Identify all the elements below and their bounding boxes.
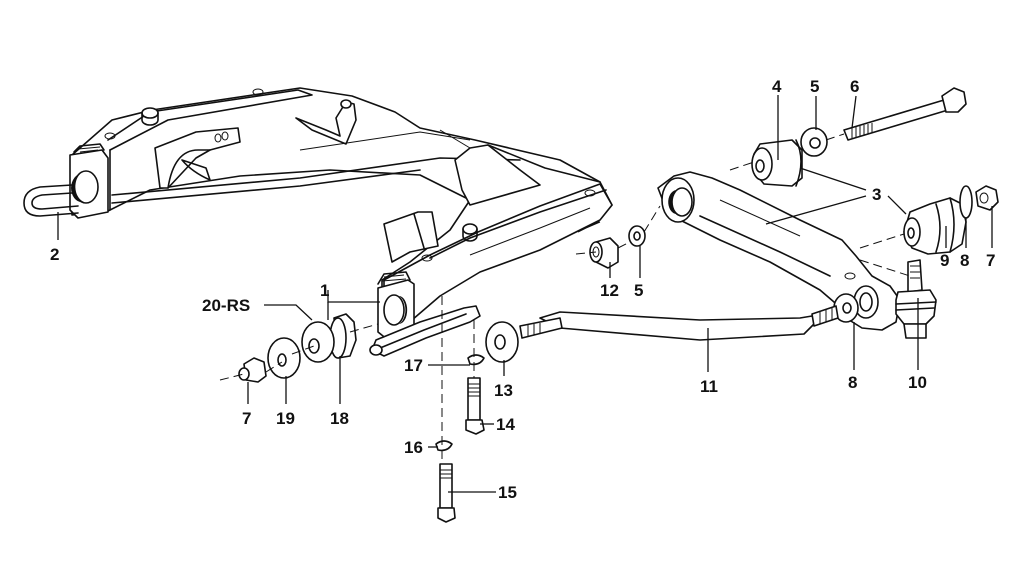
front-axle-carrier[interactable] (69, 87, 613, 357)
lock-plate-lower[interactable] (435, 440, 453, 452)
callout-11[interactable]: 11 (700, 377, 718, 396)
self-locking-nut-right[interactable] (975, 185, 999, 211)
collar-nut[interactable] (589, 237, 619, 269)
callout-leaders (57, 95, 993, 493)
callout-7-right[interactable]: 7 (986, 251, 995, 270)
callout-13[interactable]: 13 (494, 381, 513, 400)
hex-bolt[interactable] (465, 377, 485, 435)
self-locking-nut-left[interactable] (238, 357, 267, 383)
callout-12[interactable]: 12 (600, 281, 619, 300)
u-bolt[interactable] (23, 184, 79, 217)
rubber-bushing-right[interactable] (903, 197, 967, 255)
callout-labels: 2 1 20-RS 7 19 18 17 13 14 16 15 11 8 10… (50, 77, 995, 502)
callout-5-lower[interactable]: 5 (634, 281, 643, 300)
wishbone[interactable] (657, 171, 901, 331)
callout-9[interactable]: 9 (940, 251, 949, 270)
washer-right[interactable] (959, 185, 973, 219)
callout-4[interactable]: 4 (772, 77, 782, 96)
callout-8-lower[interactable]: 8 (848, 373, 857, 392)
repair-set-washer[interactable] (301, 321, 335, 363)
ball-joint[interactable] (895, 259, 937, 339)
lock-plate-upper[interactable] (467, 354, 485, 366)
callout-16[interactable]: 16 (404, 438, 423, 457)
callout-6[interactable]: 6 (850, 77, 859, 96)
washer-upper[interactable] (800, 127, 828, 157)
callout-17[interactable]: 17 (404, 356, 423, 375)
callout-14[interactable]: 14 (496, 415, 515, 434)
washer-lower[interactable] (628, 225, 646, 247)
callout-19[interactable]: 19 (276, 409, 295, 428)
callout-2[interactable]: 2 (50, 245, 59, 264)
callout-10[interactable]: 10 (908, 373, 927, 392)
callout-1[interactable]: 1 (320, 281, 329, 300)
large-washer[interactable] (485, 321, 519, 363)
hex-bolt-lower[interactable] (437, 463, 456, 523)
callout-15[interactable]: 15 (498, 483, 517, 502)
washer-ball-joint[interactable] (833, 293, 859, 323)
callout-20-rs[interactable]: 20-RS (202, 296, 250, 315)
callout-3[interactable]: 3 (872, 185, 881, 204)
tension-strut[interactable] (519, 305, 839, 341)
assembly-axes (219, 133, 911, 464)
callout-8-upper[interactable]: 8 (960, 251, 969, 270)
callout-5-upper[interactable]: 5 (810, 77, 819, 96)
callout-18[interactable]: 18 (330, 409, 349, 428)
hex-bolt-long[interactable] (843, 87, 967, 141)
callout-7-left[interactable]: 7 (242, 409, 251, 428)
strut-washer[interactable] (267, 337, 301, 379)
rubber-mount-upper[interactable] (751, 139, 803, 187)
